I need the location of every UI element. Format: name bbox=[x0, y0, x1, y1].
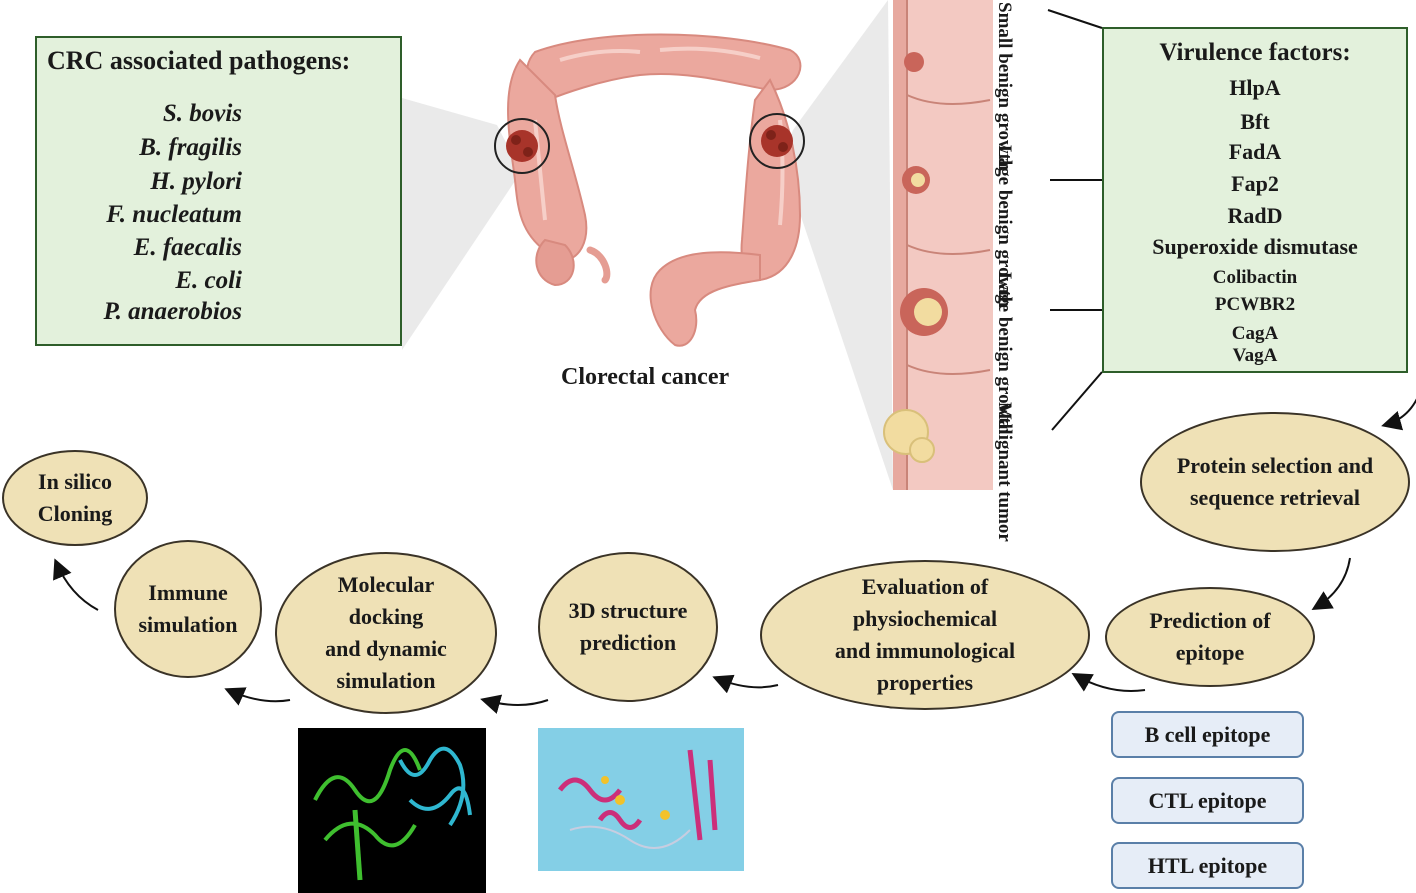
step-immune-simulation: Immune simulation bbox=[114, 540, 262, 678]
pathogen-name: B. fragilis bbox=[139, 134, 242, 161]
pathogens-panel: CRC associated pathogens: S. bovis B. fr… bbox=[35, 36, 402, 346]
virulence-item: Fap2 bbox=[1231, 171, 1279, 196]
colon-caption: Clorectal cancer bbox=[561, 364, 730, 390]
pathogen-name: E. coli bbox=[175, 267, 242, 294]
step-label-line: Cloning bbox=[37, 501, 113, 526]
stage-label: Small benign growth bbox=[994, 2, 1015, 171]
pathogen-name: H. pylori bbox=[150, 168, 242, 195]
step-evaluation: Evaluation of physiochemical and immunolog… bbox=[760, 560, 1090, 710]
docking-structure-image bbox=[298, 728, 486, 893]
3d-structure-image bbox=[538, 728, 744, 871]
step-label-line: simulation bbox=[336, 668, 436, 693]
step-prediction-epitope: Prediction of epitope bbox=[1105, 587, 1315, 687]
colon-illustration bbox=[507, 33, 802, 347]
stage-label: Lage benign growth bbox=[994, 145, 1015, 308]
pathogen-name: F. nucleatum bbox=[106, 201, 242, 228]
step-label-line: 3D structure bbox=[568, 598, 688, 623]
step-label-line: Protein selection and bbox=[1176, 453, 1374, 478]
tumor-left bbox=[494, 118, 550, 174]
step-label-line: and dynamic bbox=[325, 636, 447, 661]
step-label-line: and immunological bbox=[834, 638, 1016, 663]
step-label-line: epitope bbox=[1175, 640, 1245, 665]
epitope-box-b-cell: B cell epitope bbox=[1111, 711, 1304, 758]
step-label-line: properties bbox=[876, 670, 974, 695]
stage-label: Lage benign growth bbox=[994, 272, 1015, 435]
step-label-line: In silico bbox=[38, 469, 112, 494]
stage-label: Malignant tumor bbox=[994, 402, 1015, 542]
step-label-line: sequence retrieval bbox=[1189, 485, 1361, 510]
step-protein-selection: Protein selection and sequence retrieval bbox=[1140, 412, 1410, 552]
step-label: 3D structure prediction bbox=[569, 595, 688, 659]
step-label-line: prediction bbox=[579, 630, 677, 655]
virulence-item: PCWBR2 bbox=[1214, 294, 1296, 315]
pathogen-name: P. anaerobios bbox=[103, 298, 242, 325]
epitope-box-ctl: CTL epitope bbox=[1111, 777, 1304, 824]
step-label: Evaluation of physiochemical and immunolog… bbox=[835, 571, 1015, 699]
intestine-cross-section bbox=[883, 0, 993, 490]
virulence-item: RadD bbox=[1227, 203, 1283, 228]
virulence-item: VagA bbox=[1232, 345, 1278, 366]
virulence-title: Virulence factors: bbox=[1159, 39, 1351, 66]
pathogen-name: S. bovis bbox=[162, 100, 242, 127]
step-label-line: Evaluation of bbox=[861, 574, 989, 599]
epitope-box-htl: HTL epitope bbox=[1111, 842, 1304, 889]
virulence-item: CagA bbox=[1231, 323, 1279, 344]
step-label: Prediction of epitope bbox=[1149, 605, 1270, 669]
virulence-panel: Virulence factors: HlpA Bft FadA Fap2 Ra… bbox=[1102, 27, 1408, 373]
zoom-cone-left bbox=[402, 98, 521, 350]
step-label-line: physiochemical bbox=[852, 606, 998, 631]
step-label-line: docking bbox=[348, 604, 424, 629]
step-label: Immune simulation bbox=[138, 577, 237, 641]
tumor-right bbox=[749, 113, 805, 169]
pathogen-name: E. faecalis bbox=[133, 234, 242, 261]
step-label-line: Immune bbox=[148, 580, 228, 605]
virulence-item: FadA bbox=[1228, 139, 1282, 164]
step-label-line: Prediction of bbox=[1149, 608, 1271, 633]
step-docking: Molecular docking and dynamic simulation bbox=[275, 552, 497, 714]
virulence-item: Superoxide dismutase bbox=[1152, 234, 1358, 259]
pathogens-title: CRC associated pathogens: bbox=[47, 46, 351, 75]
step-label: Molecular docking and dynamic simulation bbox=[325, 569, 447, 697]
virulence-item: HlpA bbox=[1229, 75, 1281, 100]
zoom-cone-right bbox=[782, 0, 893, 490]
step-label: Protein selection and sequence retrieval bbox=[1177, 450, 1373, 514]
step-label-line: Molecular bbox=[337, 572, 435, 597]
workflow-arrows bbox=[53, 398, 1416, 714]
virulence-item: Colibactin bbox=[1212, 267, 1298, 288]
stage-connectors bbox=[1047, 9, 1103, 431]
virulence-item: Bft bbox=[1240, 109, 1270, 134]
step-3d-structure: 3D structure prediction bbox=[538, 552, 718, 702]
step-label-line: simulation bbox=[138, 612, 238, 637]
